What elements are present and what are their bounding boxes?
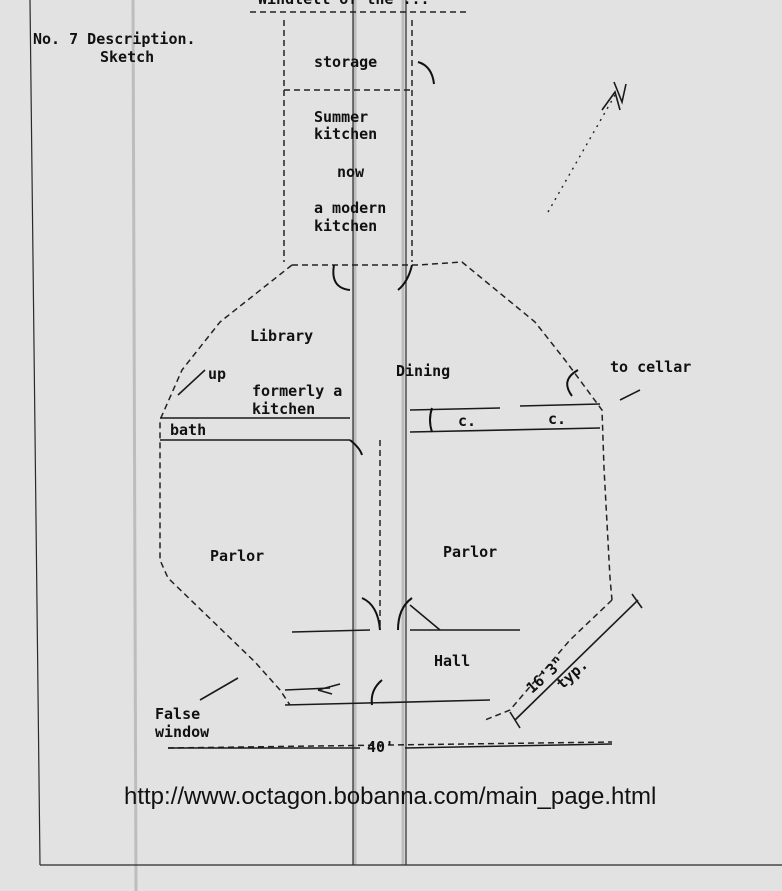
label-width-dimension: 40' (367, 738, 394, 756)
label-formerly-kitchen: kitchen (252, 400, 315, 418)
label-hall: Hall (434, 652, 470, 670)
label-summer: Summer (314, 108, 368, 126)
label-dining: Dining (396, 362, 450, 380)
annotation-arrows (177, 369, 641, 701)
octagon-walls (159, 261, 613, 749)
header-cut-text: Windtell of the ... (258, 0, 430, 8)
label-false-window: window (155, 723, 210, 741)
document-number: No. 7 Description. (33, 30, 196, 48)
label-bath: bath (170, 421, 206, 439)
label-closet-1: c. (458, 412, 476, 430)
dimension-lines (168, 593, 643, 749)
source-url[interactable]: http://www.octagon.bobanna.com/main_page… (124, 783, 656, 810)
summer-kitchen-outline (250, 11, 470, 262)
label-formerly: formerly a (252, 382, 342, 400)
label-summer-kitchen: kitchen (314, 125, 377, 143)
label-modern: a modern (314, 199, 386, 217)
document-subtitle: Sketch (100, 48, 154, 66)
label-modern-kitchen: kitchen (314, 217, 377, 235)
label-library: Library (250, 327, 313, 345)
label-up: up (208, 365, 226, 383)
door-swings (332, 264, 579, 706)
label-closet-2: c. (548, 410, 566, 428)
label-parlor-left: Parlor (210, 547, 264, 565)
label-parlor-right: Parlor (443, 543, 497, 561)
north-arrow-icon (547, 81, 627, 213)
label-now: now (337, 163, 365, 181)
margin-rule-1 (131, 0, 138, 891)
label-to-cellar: to cellar (610, 358, 691, 376)
label-false: False (155, 705, 200, 723)
label-storage: storage (314, 53, 377, 71)
left-margin-line (29, 0, 41, 866)
